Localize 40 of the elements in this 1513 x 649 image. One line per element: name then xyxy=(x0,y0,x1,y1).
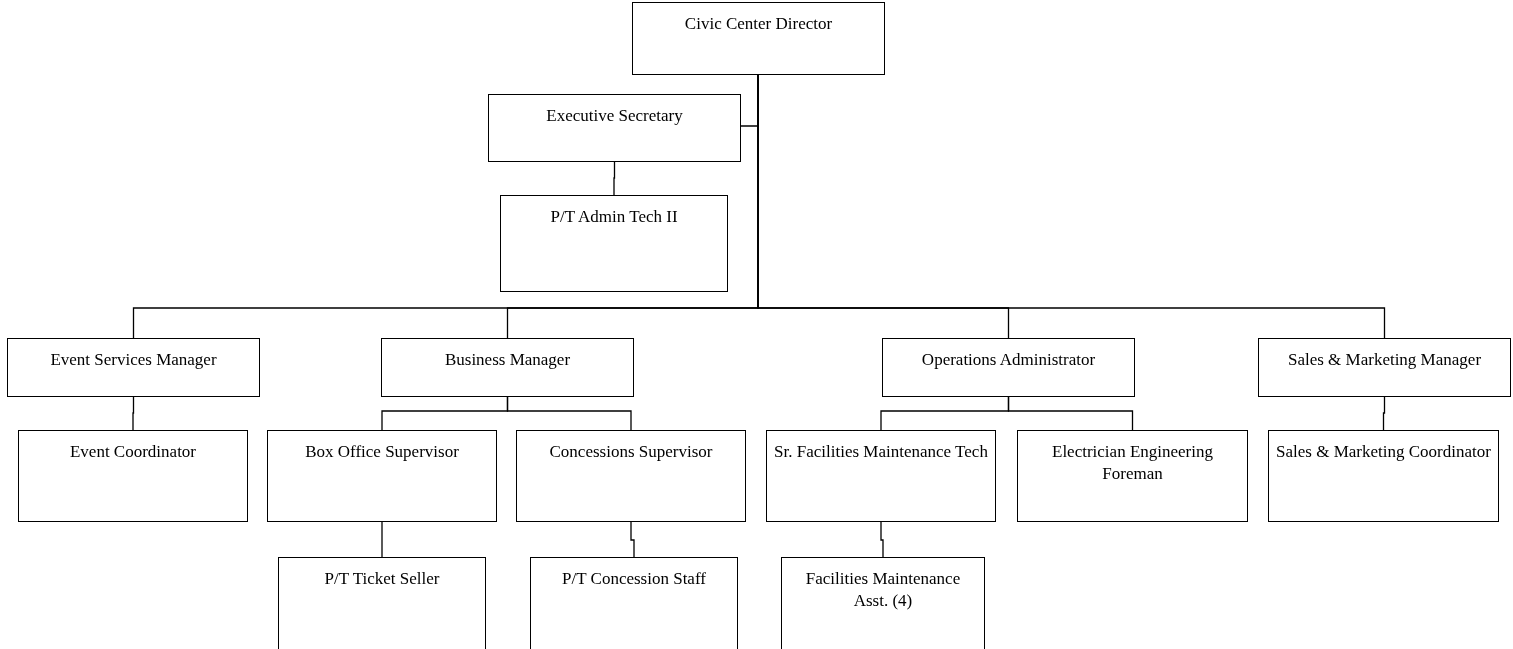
position-title: Box Office Supervisor xyxy=(305,441,459,463)
org-box xyxy=(500,195,728,292)
org-box xyxy=(381,338,634,397)
position-title: Concessions Supervisor xyxy=(549,441,713,463)
position-title: Event Services Manager xyxy=(50,349,217,371)
position-title: Operations Administrator xyxy=(921,349,1096,371)
org-box xyxy=(1258,338,1511,397)
position-title: Sr. Facilities Maintenance Tech xyxy=(774,441,988,463)
org-box xyxy=(632,2,885,75)
org-box xyxy=(530,557,738,649)
position-title: Sales & Marketing Coordinator xyxy=(1276,441,1491,463)
org-box xyxy=(18,430,248,522)
org-box xyxy=(1017,430,1248,522)
position-title: Sales & Marketing Manager xyxy=(1287,349,1482,371)
connector-line xyxy=(506,396,632,431)
position-title: P/T Concession Staff xyxy=(562,568,706,590)
connector-line xyxy=(381,521,383,558)
position-title: Business Manager xyxy=(444,349,571,371)
org-box xyxy=(516,430,746,522)
org-box xyxy=(267,430,497,522)
position-title: P/T Ticket Seller xyxy=(324,568,440,590)
org-box xyxy=(278,557,486,649)
position-title: Electrician Engineering Foreman xyxy=(1051,441,1214,485)
org-box xyxy=(7,338,260,397)
connector-line xyxy=(630,521,635,558)
position-title: Facilities Maintenance Asst. (4) xyxy=(804,568,962,612)
org-box xyxy=(882,338,1135,397)
position-title: Executive Secretary xyxy=(546,105,683,127)
org-box xyxy=(488,94,741,162)
connector-line xyxy=(1007,396,1134,431)
org-box xyxy=(781,557,985,649)
connector-line xyxy=(613,161,616,196)
position-title: Event Coordinator xyxy=(69,441,197,463)
connector-line xyxy=(132,396,135,431)
connector-line xyxy=(1382,396,1386,431)
position-title: Civic Center Director xyxy=(684,13,833,35)
org-box xyxy=(1268,430,1499,522)
connector-line xyxy=(880,521,884,558)
org-box xyxy=(766,430,996,522)
position-title: P/T Admin Tech II xyxy=(550,206,678,228)
